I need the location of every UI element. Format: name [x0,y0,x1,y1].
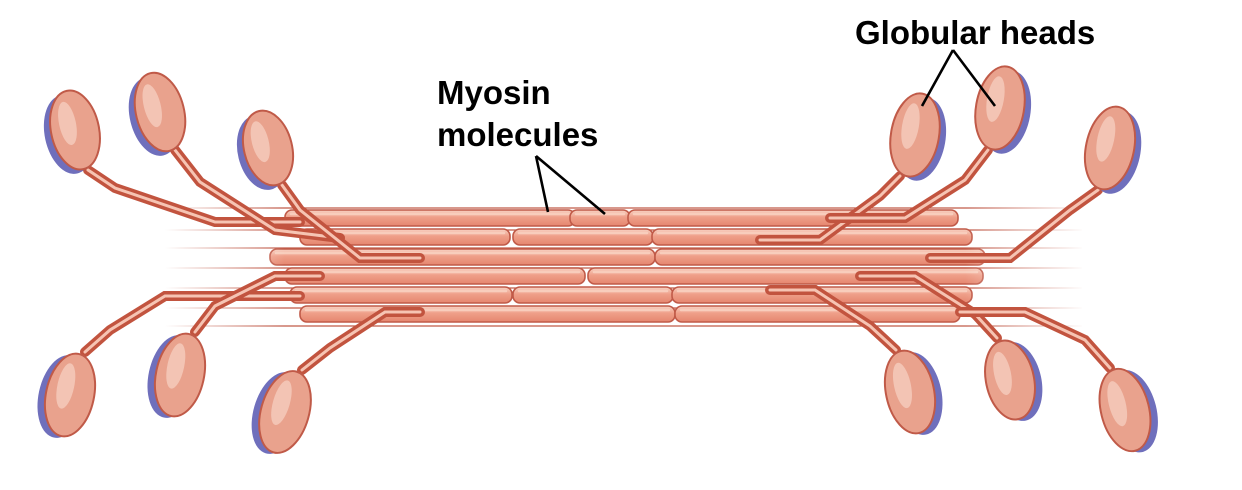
myosin-heads [37,65,1158,454]
myosin-head-icon [883,349,943,435]
myosin-head-icon [1098,367,1158,453]
head-highlight [271,380,292,425]
myosin-head-icon [128,71,187,156]
head-highlight [56,363,76,409]
rod-body [569,209,631,227]
myosin-tail [925,185,1103,263]
myosin-molecule-rod [289,286,513,304]
myosin-molecule-rod [569,209,631,227]
myosin-head-icon [889,92,947,181]
head-highlight [250,121,270,163]
globular-heads-leader [920,49,997,107]
myosin-head-icon [236,109,295,190]
myosin-tail [825,145,993,223]
label-myosin-molecules: Myosin molecules [437,74,606,215]
tail-highlight [768,288,898,352]
rod-body [269,248,656,266]
myosin-tail [190,271,325,337]
myosin-head-icon [147,332,207,418]
tail-highlight [300,310,422,372]
myosin-tail [765,285,901,355]
myosin-molecule-rod [674,305,961,323]
tail-highlight [958,310,1112,370]
tail-highlight [858,274,999,340]
head-highlight [986,76,1005,122]
myosin-molecule-rod [269,248,656,266]
myosin-tails [80,145,1115,375]
rod-body [512,286,674,304]
myosin-label-line2: molecules [437,116,598,153]
tail-highlight [193,274,322,334]
head-highlight [142,84,162,128]
myosin-tail [297,307,425,375]
myosin-molecule-rod [654,248,986,266]
head-highlight [993,351,1012,396]
rod-body [284,209,576,227]
myosin-head-icon [37,352,97,438]
myosin-head-icon [1083,105,1142,194]
myosin-head-icon [251,370,312,454]
rod-body [284,267,586,285]
head-highlight [166,343,186,389]
myosin-head-icon [974,65,1032,154]
rod-body [512,228,654,246]
myosin-label-line1: Myosin [437,74,551,111]
tail-highlight [928,188,1100,260]
myosin-molecule-rod [512,286,674,304]
myosin-molecule-rod [284,209,576,227]
myosin-tail [955,307,1115,373]
rod-body [289,286,513,304]
myosin-molecules-leader [534,155,606,215]
myosin-head-icon [43,89,101,174]
tail-highlight [280,183,422,260]
head-highlight [1096,116,1116,162]
head-highlight [892,362,912,409]
rod-body [299,305,676,323]
label-globular-heads: Globular heads [855,14,1095,107]
filament-bundle [269,209,986,323]
myosin-molecule-rod [299,305,676,323]
tail-highlight [828,148,990,220]
myosin-head-icon [984,339,1043,421]
head-highlight [901,103,920,149]
myosin-tail [170,145,345,243]
head-highlight [58,101,77,146]
myosin-tail [855,271,1002,343]
myosin-molecule-rod [512,228,654,246]
rod-body [674,305,961,323]
globular-heads-label: Globular heads [855,14,1095,51]
head-highlight [1107,381,1128,427]
myosin-tail [277,180,425,263]
myosin-molecule-rod [284,267,586,285]
tail-highlight [173,148,342,240]
